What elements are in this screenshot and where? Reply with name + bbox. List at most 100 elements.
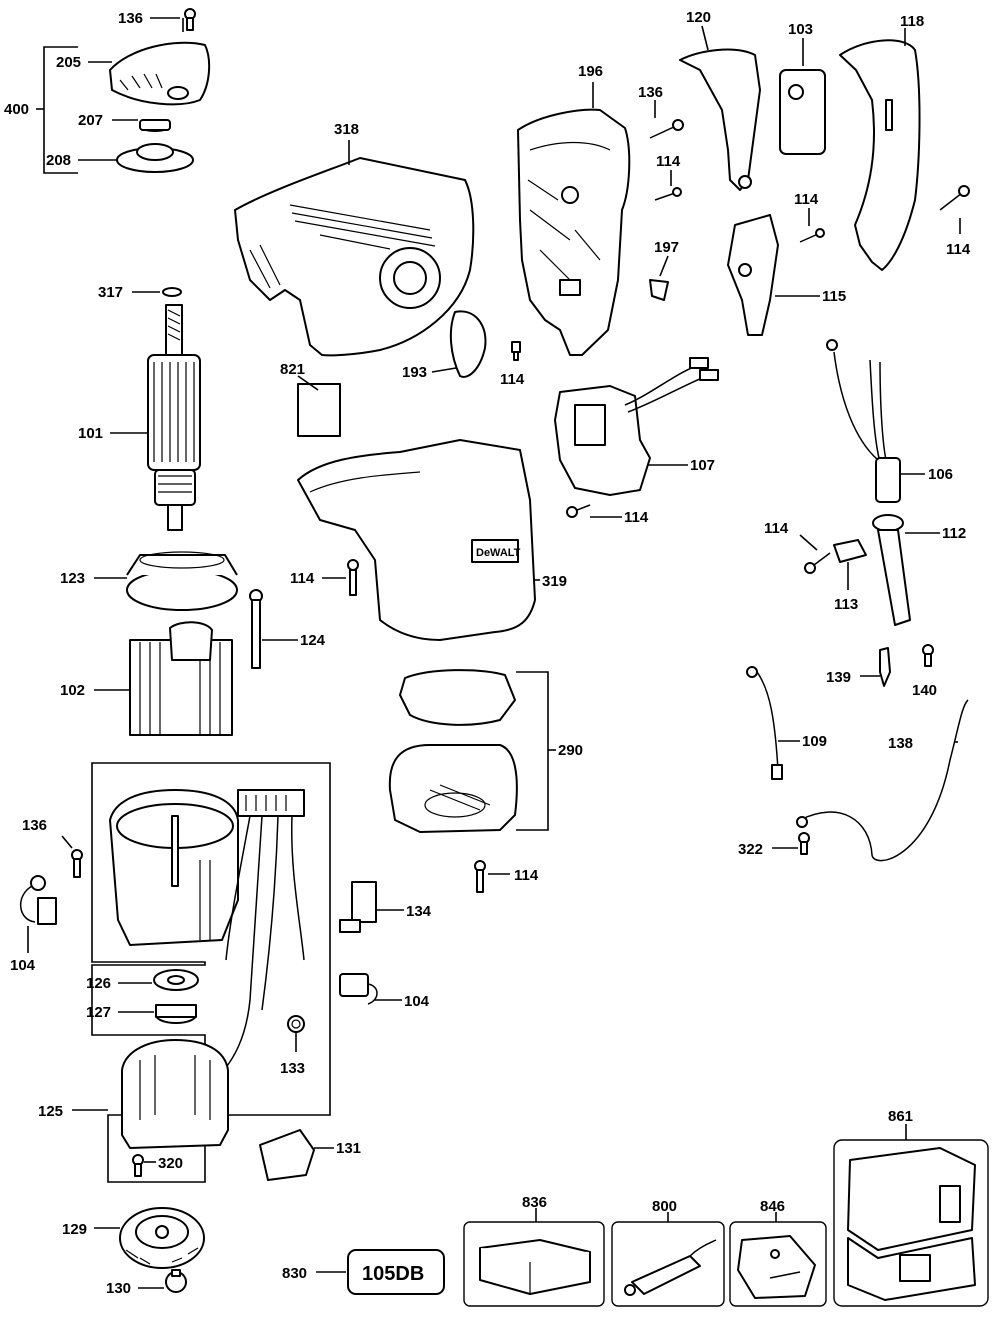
label-114-h: 114 xyxy=(514,867,539,884)
part-103-switch[interactable] xyxy=(779,69,826,155)
bracket-400 xyxy=(36,46,78,174)
label-317: 317 xyxy=(98,284,123,301)
part-126-bearing[interactable] xyxy=(153,969,199,991)
part-125-brush-holder[interactable] xyxy=(121,1039,229,1149)
part-319-gear-housing[interactable]: DeWALT xyxy=(297,439,536,641)
part-208-cap-seal[interactable] xyxy=(116,143,194,173)
part-120-handle-insert[interactable] xyxy=(679,48,761,191)
label-130: 130 xyxy=(106,1280,131,1297)
part-196-housing[interactable] xyxy=(517,108,631,356)
label-114-f: 114 xyxy=(764,520,789,537)
label-205: 205 xyxy=(56,54,81,71)
part-104-brush-mid[interactable] xyxy=(339,973,378,1005)
part-101-armature[interactable] xyxy=(147,304,201,531)
label-319: 319 xyxy=(542,573,567,590)
part-107-switch-module[interactable] xyxy=(554,357,719,496)
part-113-clamp[interactable] xyxy=(833,539,867,563)
part-133-spring[interactable] xyxy=(287,1015,305,1033)
part-114-screw-h[interactable] xyxy=(474,860,486,893)
label-136-housing: 136 xyxy=(638,84,663,101)
part-140-screw[interactable] xyxy=(922,644,934,667)
part-193-knob[interactable] xyxy=(449,310,487,378)
part-134-brush-terminal[interactable] xyxy=(339,881,377,933)
label-114-c: 114 xyxy=(946,241,971,258)
part-118-rear-handle[interactable] xyxy=(839,39,921,271)
part-317-retaining-ring[interactable] xyxy=(162,287,182,297)
part-106-power-cord[interactable] xyxy=(826,339,901,503)
part-207-spacer[interactable] xyxy=(139,119,171,132)
part-320-screw[interactable] xyxy=(132,1154,144,1177)
part-197-latch[interactable] xyxy=(649,279,669,301)
label-830: 830 xyxy=(282,1265,307,1282)
label-104-left: 104 xyxy=(10,957,36,974)
label-134: 134 xyxy=(406,903,432,920)
label-133: 133 xyxy=(280,1060,305,1077)
part-motor-housing-assembly[interactable] xyxy=(109,789,305,1071)
label-127: 127 xyxy=(86,1004,111,1021)
label-114-e: 114 xyxy=(624,509,649,526)
part-114-screw-d[interactable] xyxy=(511,341,521,361)
label-140: 140 xyxy=(912,682,937,699)
label-114-b: 114 xyxy=(794,191,819,208)
label-193: 193 xyxy=(402,364,427,381)
part-138-lead-wire[interactable] xyxy=(796,699,969,862)
label-821: 821 xyxy=(280,361,305,378)
kit-800-grease-tube[interactable] xyxy=(611,1221,725,1307)
kit-861-carry-case[interactable] xyxy=(833,1139,989,1307)
part-123-baffle[interactable] xyxy=(126,551,238,611)
part-821-label[interactable] xyxy=(297,383,341,437)
label-112: 112 xyxy=(942,525,966,542)
kit-836-toolbox[interactable] xyxy=(463,1221,605,1307)
label-207: 207 xyxy=(78,112,103,129)
label-400: 400 xyxy=(4,101,29,118)
part-109-ground-lead[interactable] xyxy=(746,666,783,780)
part-136-screw-left[interactable] xyxy=(71,849,83,878)
part-322-screw[interactable] xyxy=(798,832,810,855)
part-136-screw-top[interactable] xyxy=(182,8,196,32)
label-113: 113 xyxy=(834,596,858,613)
label-125: 125 xyxy=(38,1103,63,1120)
part-114-screw-a[interactable] xyxy=(654,187,682,201)
part-127-bearing-ring[interactable] xyxy=(155,1004,197,1024)
label-836: 836 xyxy=(522,1194,547,1211)
part-124-bolt[interactable] xyxy=(249,589,263,669)
part-115-switch-bracket[interactable] xyxy=(727,214,779,336)
part-136-screw-housing[interactable] xyxy=(649,119,684,139)
label-322: 322 xyxy=(738,841,763,858)
label-290: 290 xyxy=(558,742,583,759)
part-114-screw-b[interactable] xyxy=(799,228,825,243)
label-320: 320 xyxy=(158,1155,183,1172)
label-139: 139 xyxy=(826,669,851,686)
label-196: 196 xyxy=(578,63,603,80)
label-136-top: 136 xyxy=(118,10,143,27)
part-129-fan[interactable] xyxy=(119,1207,205,1269)
part-114-screw-g[interactable] xyxy=(347,559,359,596)
label-800: 800 xyxy=(652,1198,677,1215)
part-318-motor-cover[interactable] xyxy=(234,157,475,357)
label-120: 120 xyxy=(686,9,711,26)
label-129: 129 xyxy=(62,1221,87,1238)
kit-code-box[interactable]: 105DB xyxy=(347,1249,445,1295)
label-208: 208 xyxy=(46,152,71,169)
label-138: 138 xyxy=(888,735,913,752)
part-130-nut[interactable] xyxy=(165,1269,187,1293)
label-106: 106 xyxy=(928,466,953,483)
part-205-brush-cover[interactable] xyxy=(109,41,211,106)
part-290-fan-guard[interactable] xyxy=(388,669,518,833)
part-104-brush-left[interactable] xyxy=(20,875,57,925)
part-114-screw-f[interactable] xyxy=(804,552,831,574)
part-114-screw-e[interactable] xyxy=(566,504,591,518)
part-114-screw-c[interactable] xyxy=(939,185,970,211)
part-131-cover-plate[interactable] xyxy=(259,1129,315,1181)
part-102-field-stator[interactable] xyxy=(129,621,233,736)
kit-code-text: 105DB xyxy=(362,1263,424,1285)
label-123: 123 xyxy=(60,570,85,587)
label-136-left: 136 xyxy=(22,817,47,834)
label-114-a: 114 xyxy=(656,153,681,170)
label-124: 124 xyxy=(300,632,326,649)
kit-846-hardware-bag[interactable] xyxy=(729,1221,827,1307)
label-131: 131 xyxy=(336,1140,361,1157)
part-139-terminal[interactable] xyxy=(879,647,891,687)
part-112-strain-relief[interactable] xyxy=(872,514,911,626)
label-318: 318 xyxy=(334,121,359,138)
